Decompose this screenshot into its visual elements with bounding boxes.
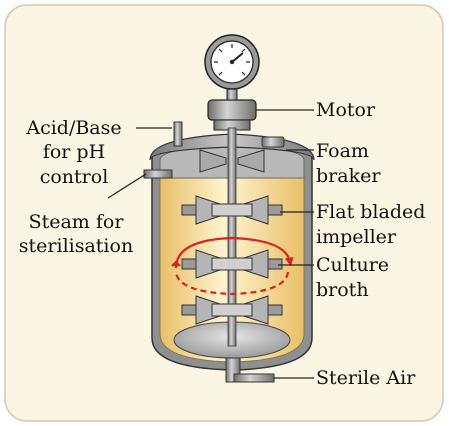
impeller-bottom (181, 295, 283, 325)
label-acid-base-line3: control (40, 166, 109, 188)
label-acid-base-line1: Acid/Base (25, 117, 121, 139)
label-impeller-line2: impeller (316, 226, 397, 248)
label-acid-base-line2: for pH (43, 141, 105, 163)
label-steam-line1: Steam for (29, 211, 125, 233)
label-impeller-line1: Flat bladed (316, 201, 425, 223)
label-culture-line1: Culture (316, 254, 389, 276)
label-sterile-air: Sterile Air (316, 367, 416, 389)
impeller-middle (181, 249, 283, 279)
label-steam-line2: sterilisation (19, 235, 133, 257)
pressure-gauge-icon (204, 34, 260, 90)
label-culture-line2: broth (316, 279, 369, 301)
motor-body (207, 99, 257, 121)
steam-pipe (143, 169, 173, 179)
label-motor: Motor (316, 99, 376, 121)
lid-port (261, 136, 285, 148)
label-foam-line2: braker (316, 165, 381, 187)
foam-breaker-blades (199, 149, 265, 173)
impeller-top (181, 195, 283, 225)
label-foam-line1: Foam (316, 140, 369, 162)
leader-steam (107, 173, 147, 199)
acid-base-pipe (173, 121, 183, 147)
circulation-arrows (171, 236, 294, 296)
air-inlet-elbow (233, 373, 275, 383)
